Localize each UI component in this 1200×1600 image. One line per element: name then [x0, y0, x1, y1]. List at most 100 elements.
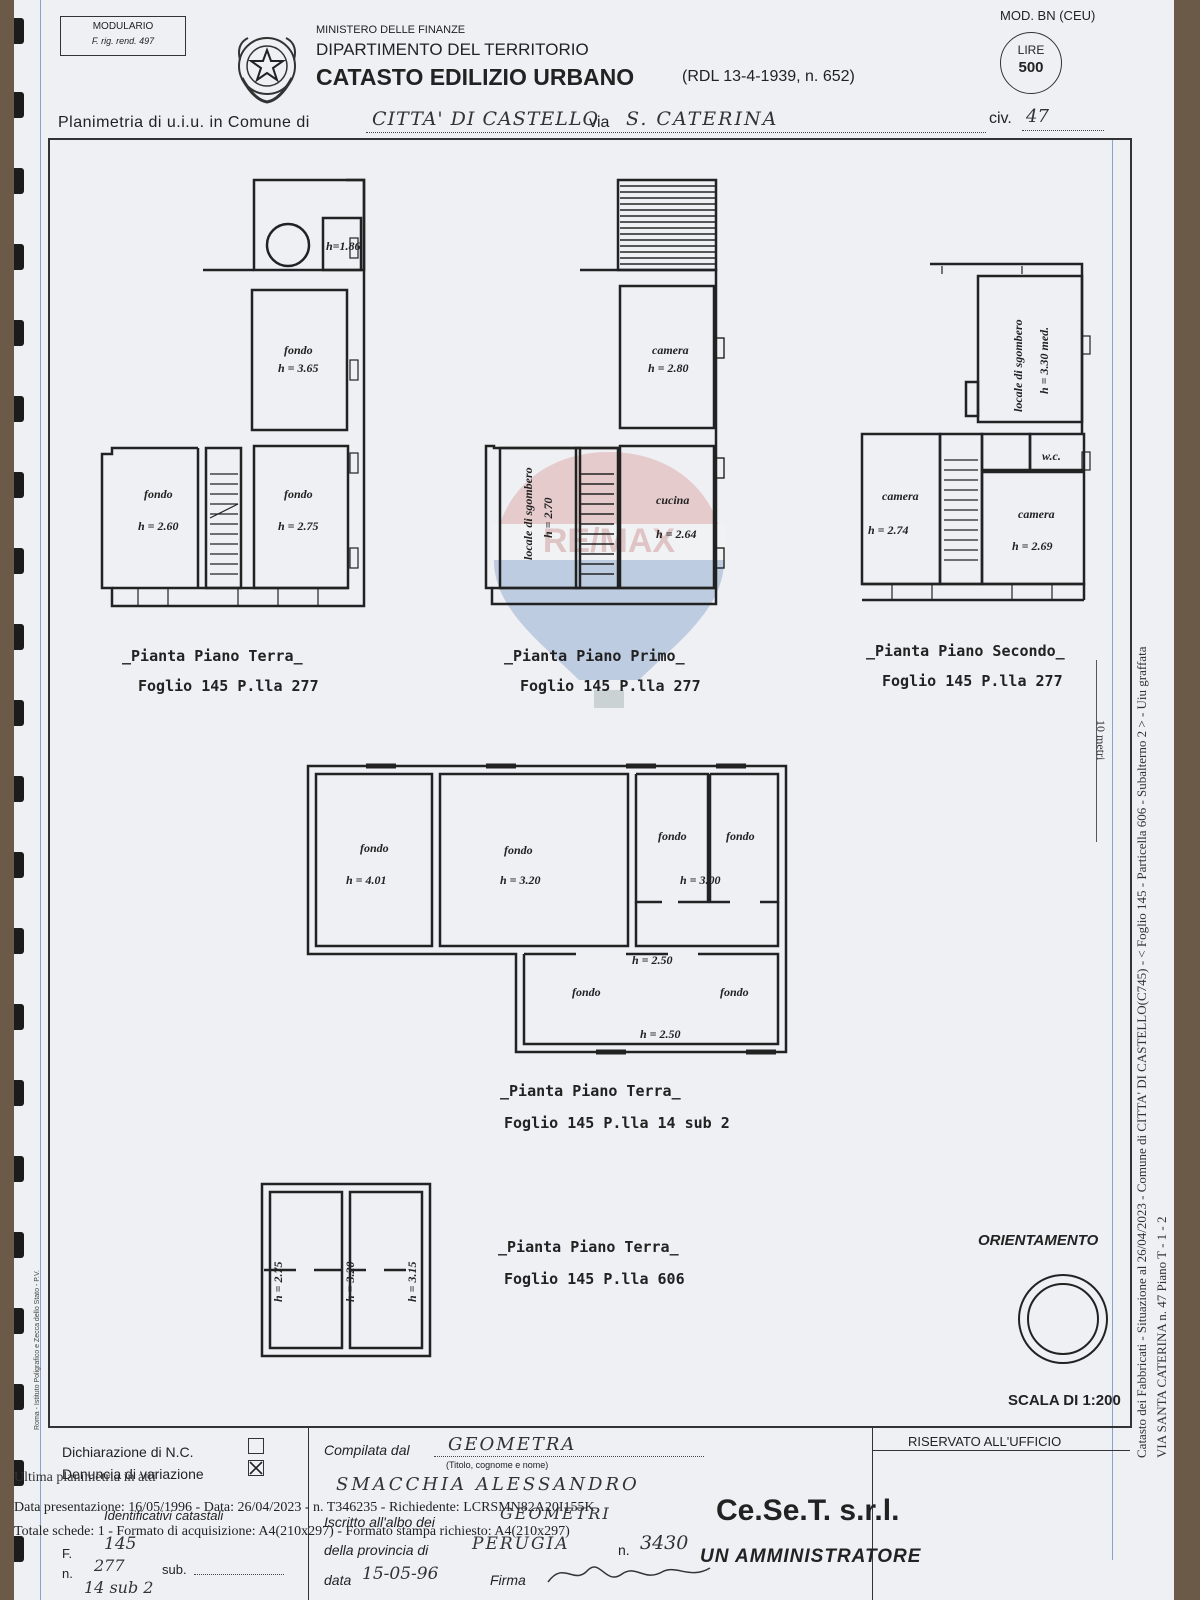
plan-foglio: Foglio 145 P.lla 14 sub 2 — [504, 1114, 730, 1132]
price-value: 500 — [1018, 59, 1044, 76]
dichiarazione-checkbox[interactable] — [248, 1438, 264, 1454]
orientation-compass-icon — [1018, 1274, 1108, 1364]
plan-label: fondo — [726, 829, 755, 843]
via-label: via — [589, 114, 610, 131]
emblem-icon — [238, 37, 296, 104]
provincia-value: PERUGIA — [472, 1534, 570, 1554]
orientation-label: ORIENTAMENTO — [978, 1232, 1099, 1249]
company-stamp: Ce.Se.T. s.r.l. — [716, 1494, 900, 1527]
iscritto-value: GEOMETRI — [500, 1504, 611, 1523]
compilata-dotted-line — [434, 1456, 704, 1457]
modulario-label: MODULARIO — [92, 21, 154, 32]
binding-ring — [14, 1232, 24, 1258]
margin-line — [40, 0, 41, 1600]
sub-dotted-line — [194, 1574, 284, 1575]
price-label: LIRE — [1017, 43, 1045, 57]
plan-label: cucina — [656, 493, 689, 507]
binding-ring — [14, 320, 24, 346]
plan-label: h = 2.69 — [1012, 539, 1053, 553]
printer-text: Roma - Istituto Poligrafico e Zecca dell… — [34, 1270, 41, 1430]
plan-title: _Pianta Piano Terra_ — [498, 1238, 679, 1256]
plan-title: _Pianta Piano Primo_ — [504, 647, 685, 665]
plan-label: h = 2.75 — [271, 1261, 285, 1302]
footer-divider — [872, 1426, 873, 1600]
total-sheets-line: Totale schede: 1 - Formato di acquisizio… — [14, 1524, 570, 1539]
plan-title: _Pianta Piano Terra_ — [122, 647, 303, 665]
plan-label: h = 2.74 — [868, 523, 909, 537]
dichiarazione-label: Dichiarazione di N.C. — [62, 1444, 194, 1460]
num-value: 3430 — [640, 1532, 689, 1554]
via-value: S. CATERINA — [626, 108, 779, 130]
document-title: CATASTO EDILIZIO URBANO — [316, 64, 635, 90]
plan-label: h = 2.80 — [648, 361, 689, 375]
plan-label: h = 3.00 — [680, 873, 721, 887]
plan-label: fondo — [720, 985, 749, 999]
binding-ring — [14, 776, 24, 802]
plan-label: h = 3.15 — [405, 1261, 419, 1302]
riservato-label: RISERVATO ALL'UFFICIO — [908, 1434, 1062, 1449]
plan-label: h = 3.20 — [343, 1261, 357, 1302]
binding-ring — [14, 1080, 24, 1106]
binding-ring — [14, 928, 24, 954]
numero-value: 277 — [94, 1556, 125, 1575]
plan-label: fondo — [284, 343, 313, 357]
foglio-label: F. — [62, 1546, 73, 1561]
plan-label: locale di sgombero — [521, 467, 535, 560]
plan-ground-606: h = 2.75 h = 3.20 h = 3.15 — [260, 1182, 434, 1358]
plan-foglio: Foglio 145 P.lla 606 — [504, 1270, 685, 1288]
plan-ground-277: h=1.86 fondo h = 3.65 fondo h = 2.60 fon… — [98, 178, 368, 610]
plan-title: _Pianta Piano Secondo_ — [866, 642, 1065, 660]
modulario-box: MODULARIO F. rig. rend. 497 — [60, 16, 186, 56]
plan-foglio: Foglio 145 P.lla 277 — [882, 672, 1063, 690]
binding-ring — [14, 1460, 24, 1486]
provincia-label: della provincia di — [324, 1542, 429, 1558]
binding-ring — [14, 1536, 24, 1562]
plan-label: camera — [652, 343, 689, 357]
firma-label: Firma — [490, 1572, 526, 1588]
presentation-line: Data presentazione: 16/05/1996 - Data: 2… — [14, 1500, 595, 1515]
check-mark-icon — [249, 1461, 263, 1475]
plan-label: h = 3.65 — [278, 361, 319, 375]
plan-label: fondo — [572, 985, 601, 999]
compiler-name: SMACCHIA ALESSANDRO — [336, 1474, 640, 1495]
binding-ring — [14, 1308, 24, 1334]
data-value: 15-05-96 — [362, 1564, 439, 1584]
signature-icon — [547, 1566, 711, 1583]
price-stamp: LIRE 500 — [1000, 32, 1062, 94]
plan-label: h = 4.01 — [346, 873, 387, 887]
plan-label: fondo — [144, 487, 173, 501]
plan-foglio: Foglio 145 P.lla 277 — [520, 677, 701, 695]
scale-bar-label: 10 metri — [1094, 720, 1108, 761]
binding-ring — [14, 852, 24, 878]
binding-ring — [14, 472, 24, 498]
plan-ground-14-sub2: fondo h = 4.01 fondo h = 3.20 fondo fond… — [306, 763, 806, 1055]
num-label: n. — [618, 1542, 630, 1558]
binding-ring — [14, 18, 24, 44]
plan-label: h = 2.64 — [656, 527, 697, 541]
footer-divider — [308, 1426, 309, 1600]
plan-label: h = 2.70 — [541, 497, 555, 538]
civ-label: civ. — [989, 110, 1012, 127]
numero-label: n. — [62, 1566, 73, 1581]
margin-line — [1112, 140, 1113, 1560]
plan-label: h = 2.50 — [632, 953, 673, 967]
company-stamp-role: UN AMMINISTRATORE — [700, 1546, 922, 1567]
address-dotted-line — [366, 132, 986, 133]
sub-label: sub. — [162, 1562, 187, 1577]
plan-label: h = 3.30 med. — [1037, 327, 1051, 394]
plan-label: camera — [1018, 507, 1055, 521]
binding-ring — [14, 624, 24, 650]
plan-label: fondo — [504, 843, 533, 857]
address-prefix: Planimetria di u.i.u. in Comune di — [58, 114, 310, 131]
plan-label: fondo — [360, 841, 389, 855]
binding-ring — [14, 92, 24, 118]
denuncia-checkbox[interactable] — [248, 1460, 264, 1476]
scale-label: SCALA DI 1:200 — [1008, 1392, 1121, 1409]
binding-ring — [14, 548, 24, 574]
plan-label: camera — [882, 489, 919, 503]
law-reference: (RDL 13-4-1939, n. 652) — [682, 68, 855, 85]
model-code: MOD. BN (CEU) — [1000, 8, 1096, 23]
department-name: DIPARTIMENTO DEL TERRITORIO — [316, 40, 589, 59]
plan-label: locale di sgombero — [1011, 319, 1025, 412]
plan-foglio: Foglio 145 P.lla 277 — [138, 677, 319, 695]
